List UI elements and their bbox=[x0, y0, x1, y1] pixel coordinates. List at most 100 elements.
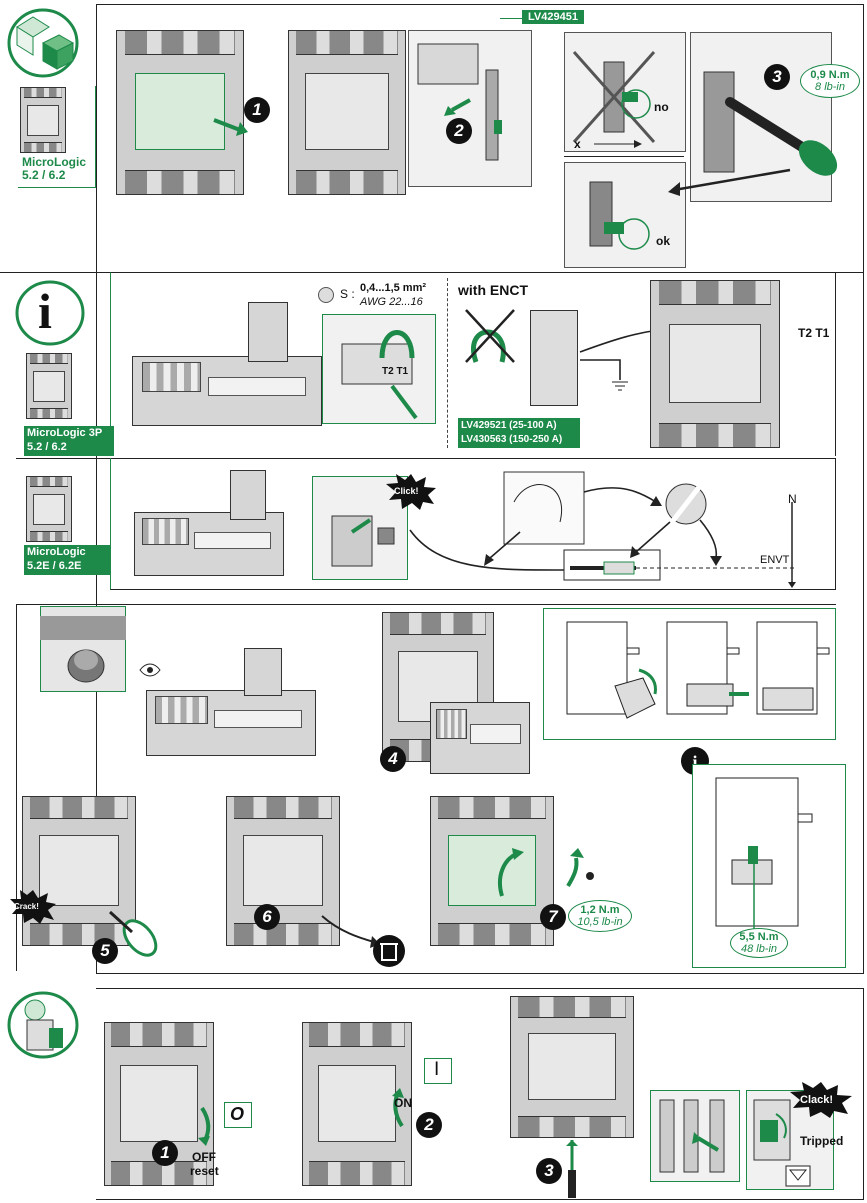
plunger-illustration bbox=[40, 616, 126, 683]
terminal-label: T2 T1 bbox=[382, 366, 409, 377]
torque-detail-illustration bbox=[715, 777, 813, 932]
trip-unit-tower-4 bbox=[244, 648, 282, 696]
section3-box bbox=[110, 458, 836, 590]
module-label-3p: MicroLogic 3P 5.2 / 6.2 bbox=[24, 426, 114, 456]
test-screwdriver-icon bbox=[566, 1140, 578, 1198]
screwdriver-icon bbox=[108, 910, 158, 957]
encT-sensor bbox=[530, 310, 578, 406]
dashed-divider bbox=[447, 278, 448, 448]
module-label: MicroLogic 5.2 / 6.2 bbox=[22, 155, 87, 182]
step-2b-badge: 2 bbox=[416, 1112, 442, 1138]
no-label: no bbox=[654, 100, 669, 114]
section5-frame bbox=[96, 988, 864, 1200]
off-label: OFF bbox=[192, 1150, 216, 1164]
breaker-step-5 bbox=[22, 796, 136, 946]
breaker-off bbox=[104, 1022, 214, 1186]
divider bbox=[564, 156, 684, 157]
clack-burst-icon bbox=[790, 1082, 852, 1118]
breaker-terminal-label: T2 T1 bbox=[798, 326, 830, 340]
tripped-label: Tripped bbox=[800, 1134, 844, 1148]
breaker-with-encT bbox=[650, 280, 780, 448]
on-symbol-box bbox=[424, 1058, 452, 1084]
module-label-e: MicroLogic 5.2E / 6.2E bbox=[24, 545, 110, 575]
click-burst-icon bbox=[386, 474, 436, 510]
trip-unit-module-4 bbox=[146, 690, 316, 756]
trip-unit-tower bbox=[248, 302, 288, 362]
encT-ref1: LV429521 (25-100 A) bbox=[461, 420, 557, 431]
detail-ok-frame bbox=[564, 162, 686, 268]
module-label-e-line1: MicroLogic bbox=[27, 546, 86, 558]
module-label-box bbox=[18, 86, 96, 188]
off-symbol-box bbox=[224, 1102, 252, 1128]
module-label-e-line2: 5.2E / 6.2E bbox=[27, 560, 82, 572]
wire-section-prefix: S : bbox=[340, 287, 355, 301]
breaker-thumbnail-3 bbox=[26, 476, 72, 542]
step-6-badge: 6 bbox=[254, 904, 280, 930]
breaker-thumbnail-2 bbox=[26, 353, 72, 419]
recycle-icon bbox=[373, 935, 405, 967]
step-3b-badge: 3 bbox=[536, 1158, 562, 1184]
crossed-loop-icon bbox=[465, 309, 515, 363]
breaker-step-6 bbox=[226, 796, 340, 946]
down-arrow-icon bbox=[198, 1106, 211, 1146]
on-symbol: I bbox=[434, 1059, 440, 1080]
wire-section-dot bbox=[318, 287, 334, 303]
arrow-right-icon bbox=[213, 118, 248, 136]
info-icon-letter: i bbox=[38, 283, 52, 339]
section-divider-2 bbox=[16, 458, 836, 459]
trip-unit-tower-e bbox=[230, 470, 266, 520]
insertion-sequence-illustration bbox=[566, 621, 830, 719]
breaker-test bbox=[510, 996, 634, 1138]
rotate-arrows-icon bbox=[497, 848, 594, 897]
click-label: Click! bbox=[394, 486, 419, 496]
section-install-frame bbox=[96, 4, 864, 974]
crack-label: Crack! bbox=[14, 902, 39, 911]
connector-detail-illustration bbox=[331, 515, 395, 567]
arrow-left-icon bbox=[668, 168, 791, 196]
wrong-position-detail bbox=[572, 51, 656, 148]
info-icon bbox=[15, 280, 85, 346]
breaker-with-cover bbox=[116, 30, 244, 195]
arrow-to-recycle-icon bbox=[321, 915, 380, 948]
envt-wiring bbox=[409, 471, 796, 588]
trip-unit-module bbox=[132, 356, 322, 426]
n-label: N bbox=[788, 492, 797, 506]
install-cube-icon bbox=[7, 8, 79, 78]
reset-label: reset bbox=[190, 1164, 219, 1178]
push-detail-illustration bbox=[659, 1099, 725, 1173]
encT-title: with ENCT bbox=[458, 282, 528, 298]
test-breaker-icon bbox=[7, 991, 79, 1059]
correct-position-detail bbox=[589, 181, 650, 250]
breaker-step-7 bbox=[430, 796, 554, 946]
clack-label: Clack! bbox=[800, 1094, 834, 1106]
section2-box bbox=[110, 272, 836, 456]
part-ref-label: LV429451 bbox=[522, 10, 584, 24]
step-1-badge: 1 bbox=[244, 97, 270, 123]
info-i: i bbox=[692, 752, 697, 772]
lever-detail-illustration bbox=[417, 43, 502, 161]
encT-ref2: LV430563 (150-250 A) bbox=[461, 434, 563, 445]
step-1b-badge: 1 bbox=[152, 1140, 178, 1166]
breaker-thumbnail bbox=[20, 87, 66, 153]
tripped-detail-illustration bbox=[753, 1099, 811, 1187]
breaker-cover-removed bbox=[288, 30, 406, 195]
part-ref-leader bbox=[500, 18, 524, 19]
terminal-detail-illustration bbox=[341, 330, 418, 420]
wire-section-awg: AWG 22...16 bbox=[360, 296, 423, 308]
envt-label: ENVT bbox=[760, 554, 790, 566]
off-symbol: O bbox=[230, 1104, 245, 1124]
trip-unit-removed bbox=[430, 702, 530, 774]
step-3-badge: 3 bbox=[764, 64, 790, 90]
encT-ref-box: LV429521 (25-100 A) LV430563 (150-250 A) bbox=[458, 418, 580, 448]
module-label-3p-line2: 5.2 / 6.2 bbox=[27, 441, 67, 453]
crack-burst-icon bbox=[10, 890, 56, 924]
section4-left-line bbox=[16, 604, 17, 971]
eye-icon bbox=[139, 663, 161, 677]
step-2-badge: 2 bbox=[446, 118, 472, 144]
on-label: ON bbox=[394, 1096, 412, 1110]
up-arrow-icon bbox=[392, 1088, 404, 1128]
ok-label: ok bbox=[656, 234, 671, 248]
